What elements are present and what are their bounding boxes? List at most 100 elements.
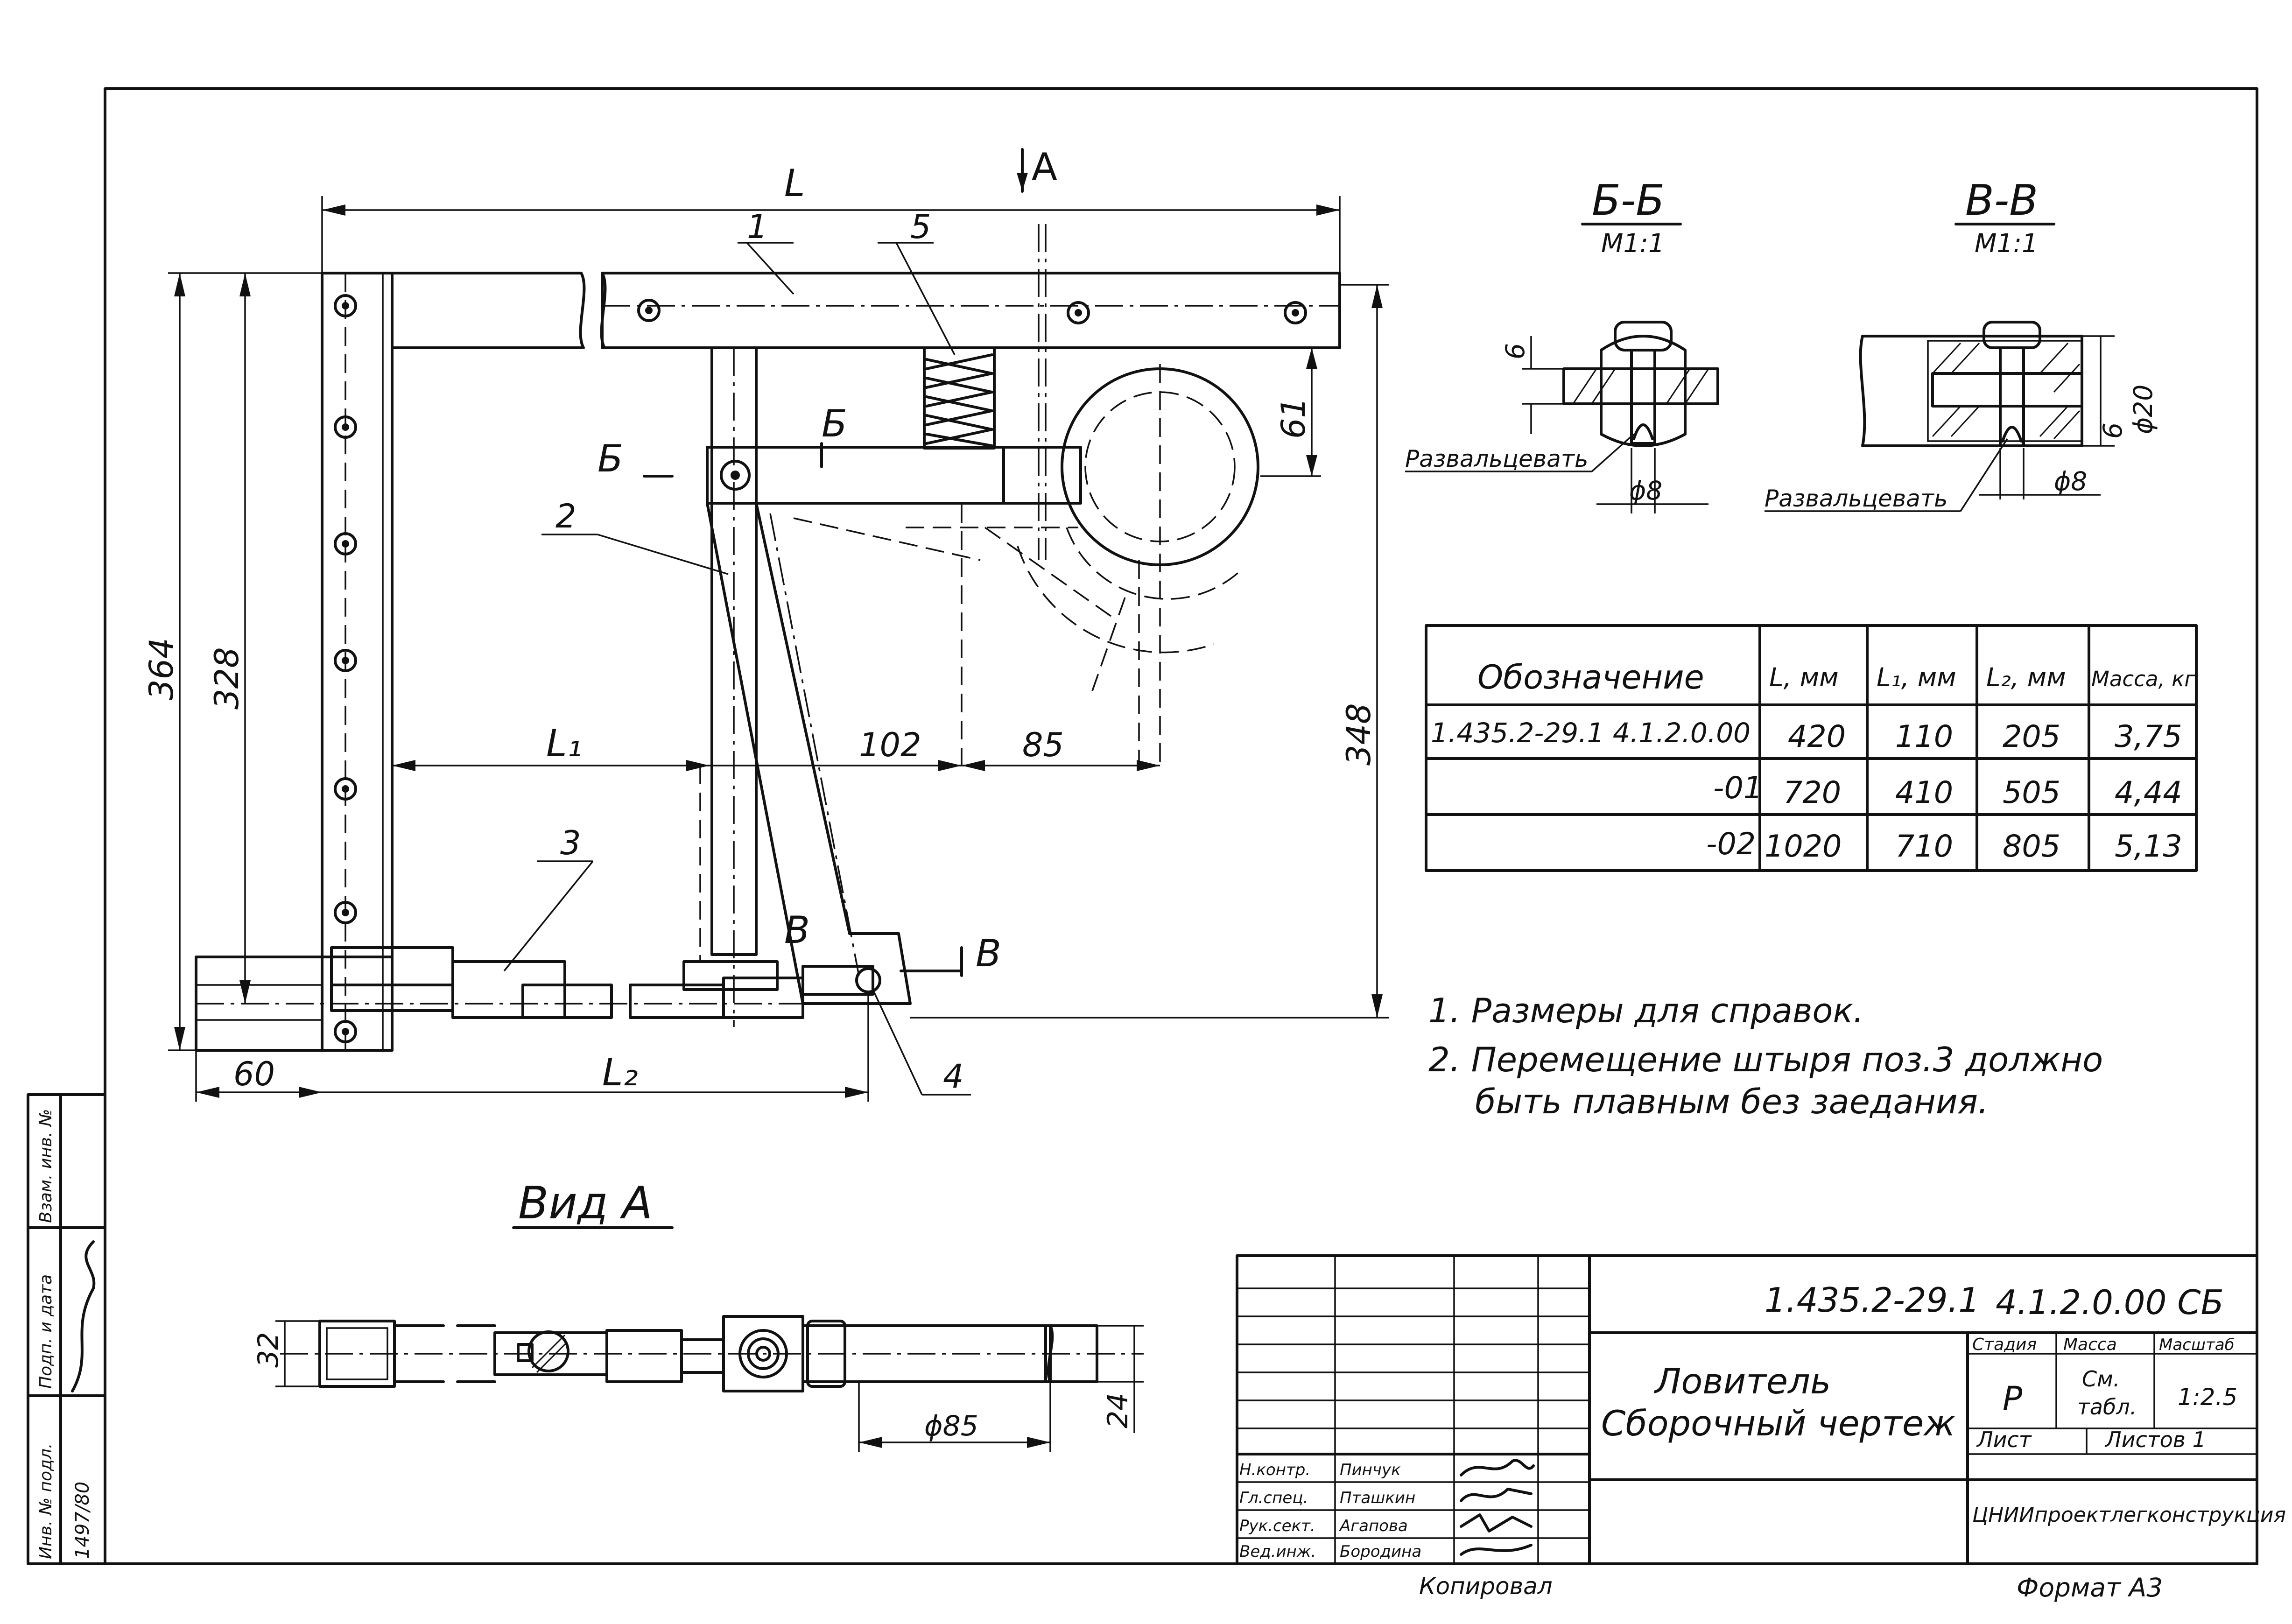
tb-series: 1.435.2-29.1 <box>1765 1280 1980 1320</box>
section-bb-dim-6: 6 <box>1500 343 1530 359</box>
th-L1: L₁, мм <box>1877 662 1956 692</box>
main-view <box>195 224 1341 1052</box>
view-a: Вид А 32 24 ϕ85 <box>252 1178 1144 1452</box>
table-cell: 420 <box>1788 719 1846 754</box>
callout-4: 4 <box>943 1057 964 1096</box>
dimensions: L 364 328 348 61 L₁ 102 <box>142 162 1389 1102</box>
inv-dup-label: Взам. инв. № <box>36 1109 56 1223</box>
callout-5: 5 <box>910 208 931 246</box>
tb-mass-2: табл. <box>2077 1394 2137 1420</box>
section-bb-scale: М1:1 <box>1601 228 1665 258</box>
side-stamp: Взам. инв. № Подп. и дата Инв. № подл. 1… <box>27 1093 106 1565</box>
note-2: 2. Перемещение штыря поз.3 должно <box>1428 1040 2103 1079</box>
size-table: Обозначение L, мм L₁, мм L₂, мм Масса, к… <box>1425 624 2198 872</box>
tb-person: Пташкин <box>1340 1489 1415 1507</box>
table-cell: 710 <box>1895 829 1953 864</box>
dim-328: 328 <box>208 647 246 710</box>
dim-60: 60 <box>233 1055 275 1093</box>
table-row: -02 <box>1706 827 1756 862</box>
inv-orig-label: Инв. № подл. <box>36 1443 56 1559</box>
view-arrow-label: A <box>1032 145 1057 189</box>
tb-name-1: Ловитель <box>1653 1361 1831 1402</box>
tb-person: Агапова <box>1339 1517 1408 1535</box>
dim-L1: L₁ <box>546 722 582 765</box>
tb-signatures <box>1460 1459 1535 1556</box>
note-1: 1. Размеры для справок. <box>1428 991 1864 1030</box>
section-bb-dim-phi8: ϕ8 <box>1629 476 1662 506</box>
dim-102: 102 <box>859 726 921 764</box>
th-L2: L₂, мм <box>1986 662 2066 692</box>
dim-L2: L₂ <box>602 1051 638 1094</box>
section-vv: В-В М1:1 ϕ20 6 ϕ8 Развальцевать <box>1765 176 2158 512</box>
note-2-cont: быть плавным без заедания. <box>1475 1082 1989 1121</box>
tb-format: Формат А3 <box>2017 1573 2163 1603</box>
callout-3: 3 <box>560 824 581 862</box>
notes: 1. Размеры для справок. 2. Перемещение ш… <box>1428 991 2103 1121</box>
section-vv-dim-phi8: ϕ8 <box>2054 466 2087 496</box>
tb-mass-1: См. <box>2082 1366 2120 1392</box>
callout-1: 1 <box>747 208 768 246</box>
th-designation: Обозначение <box>1477 658 1704 696</box>
tb-sheets-label: Листов 1 <box>2104 1427 2206 1452</box>
th-L: L, мм <box>1769 662 1839 692</box>
table-cell: 5,13 <box>2115 829 2182 864</box>
section-mark-b2: Б <box>822 402 847 445</box>
tb-role: Вед.инж. <box>1239 1542 1316 1561</box>
table-row: 1.435.2-29.1 4.1.2.0.00 <box>1431 717 1751 749</box>
stamp-signature <box>71 1240 96 1392</box>
section-vv-note: Развальцевать <box>1765 485 1947 512</box>
tb-role: Гл.спец. <box>1239 1489 1308 1507</box>
tb-organization: ЦНИИпроектлегконструкция <box>1972 1503 2286 1527</box>
view-a-dim-24: 24 <box>1102 1393 1134 1428</box>
tb-scale-header: Масштаб <box>2159 1336 2235 1354</box>
section-bb: Б-Б М1:1 6 ϕ8 Развальцевать <box>1405 176 1719 513</box>
section-vv-scale: М1:1 <box>1975 228 2038 258</box>
tb-copied-by: Копировал <box>1419 1573 1553 1600</box>
table-cell: 110 <box>1895 719 1953 754</box>
dim-85: 85 <box>1022 726 1064 764</box>
callouts: A 1 5 2 3 4 Б Б В В <box>503 145 1057 1096</box>
table-cell: 805 <box>2003 829 2060 864</box>
table-cell: 205 <box>2003 719 2060 754</box>
section-mark-v2: В <box>976 932 1001 975</box>
beam-bolts <box>637 299 1307 324</box>
section-vv-dim-phi20: ϕ20 <box>2128 385 2158 434</box>
tb-scale: 1:2.5 <box>2178 1384 2237 1411</box>
tb-sheet-label: Лист <box>1976 1427 2032 1452</box>
inv-value: 1497/80 <box>72 1482 93 1559</box>
dim-348: 348 <box>1340 703 1378 766</box>
tb-name-2: Сборочный чертеж <box>1601 1403 1955 1444</box>
tb-person: Пинчук <box>1340 1461 1401 1479</box>
tb-stage-header: Стадия <box>1972 1335 2037 1354</box>
tb-person: Бородина <box>1340 1542 1421 1561</box>
table-cell: 720 <box>1783 775 1841 810</box>
tb-mass-header: Масса <box>2063 1335 2117 1354</box>
section-vv-dim-6: 6 <box>2098 422 2128 439</box>
view-a-title: Вид А <box>518 1178 653 1229</box>
tb-stage: Р <box>2003 1379 2023 1418</box>
title-block: 1.435.2-29.1 4.1.2.0.00 СБ Ловитель Сбор… <box>1236 1254 2286 1603</box>
dim-364: 364 <box>142 638 181 700</box>
sign-date-label: Подп. и дата <box>36 1274 56 1389</box>
section-mark-v: В <box>784 908 810 952</box>
post-bolts <box>334 294 357 1043</box>
table-cell: 4,44 <box>2115 775 2182 810</box>
table-row: -01 <box>1713 771 1763 806</box>
section-bb-note: Развальцевать <box>1405 445 1588 472</box>
table-cell: 505 <box>2003 775 2060 810</box>
section-mark-b: Б <box>598 437 623 480</box>
view-a-dim-phi85: ϕ85 <box>924 1410 978 1442</box>
dim-61: 61 <box>1274 397 1313 439</box>
tb-role: Н.контр. <box>1239 1461 1310 1479</box>
table-cell: 1020 <box>1765 829 1842 864</box>
dim-L: L <box>784 162 805 205</box>
th-mass: Масса, кг <box>2091 667 2195 691</box>
tb-code: 4.1.2.0.00 СБ <box>1996 1283 2224 1322</box>
table-cell: 3,75 <box>2115 719 2182 754</box>
table-cell: 410 <box>1895 775 1953 810</box>
view-a-dim-32: 32 <box>252 1332 285 1368</box>
tb-role: Рук.сект. <box>1239 1517 1315 1535</box>
section-bb-title: Б-Б <box>1592 176 1665 225</box>
callout-2: 2 <box>555 497 577 535</box>
